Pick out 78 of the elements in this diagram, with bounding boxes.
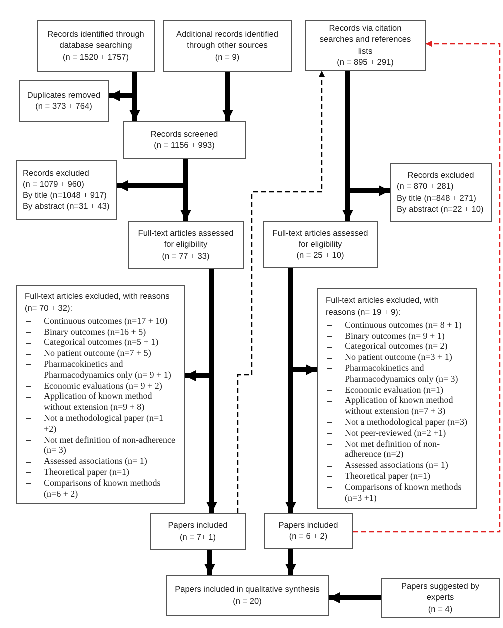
exclusion-reason: Assessed associations (n= 1) (44, 456, 148, 467)
box-title: Papers included (168, 520, 228, 532)
count-text: By title (n=848 + 271) (397, 192, 478, 204)
process-box (305, 20, 426, 71)
box-title: Additional records identified through other sources (176, 29, 280, 52)
exclusion-reason: Not a methodological paper (n=3) (345, 416, 468, 428)
exclusion-reason: Categorical outcomes (n= 2) (345, 341, 448, 352)
exclusion-box (16, 285, 185, 504)
exclusion-reason: Theoretical paper (n=1) (44, 466, 130, 478)
box-title: Duplicates removed (27, 90, 101, 101)
box-title: Papers suggested by experts (400, 581, 480, 604)
process-box (390, 163, 492, 222)
count-text: (n = 870 + 281) (397, 181, 455, 192)
process-box (150, 513, 246, 550)
exclusion-reason: No patient outcome (n=3 + 1) (345, 352, 452, 363)
arrow (222, 72, 234, 121)
count-text: (n = 9) (215, 52, 240, 63)
exclusion-reason: No patient outcome (n=7 + 5) (44, 348, 152, 359)
exclusion-reason: Not met definition of non-adherence (n= 3) (44, 434, 176, 456)
exclusion-reason: Application of known method without extension (n=7 + 3) (345, 395, 454, 417)
count-text: (n = 77 + 33) (162, 250, 210, 262)
process-box (19, 80, 109, 122)
count-text: (n = 25 + 10) (296, 250, 344, 262)
exclusion-reason: Binary outcomes (n=16 + 5) (44, 326, 146, 338)
count-text: (n = 1520 + 1757) (63, 52, 129, 63)
dashed-arrow (353, 41, 501, 533)
exclusion-reason: Assessed associations (n= 1) (345, 460, 448, 471)
process-box (166, 575, 329, 616)
process-box (128, 221, 244, 269)
box-title: Papers included in qualitative synthesis (175, 584, 320, 596)
arrow (329, 592, 381, 604)
process-box (263, 221, 378, 268)
box-title: Papers included (278, 520, 338, 531)
count-text: By title (n=1048 + 917) (23, 190, 108, 202)
box-title: Records excluded (23, 168, 90, 179)
box-title: Full-text articles assessed for eligibility (272, 228, 370, 250)
exclusion-box (317, 288, 477, 509)
count-text: (n = 4) (428, 604, 453, 615)
count-text: (n = 1079 + 960) (23, 178, 86, 190)
exclusion-reason: Categorical outcomes (n=5 + 1) (44, 337, 159, 348)
count-text: (n = 1156 + 993) (154, 140, 215, 152)
exclusion-reason: Comparisons of known methods (n=6 + 2) (44, 478, 162, 500)
box-title: Records screened (150, 128, 218, 140)
box-title: Records identified through database searching (46, 29, 146, 52)
exclusion-reason: Economic evaluation (n=1) (345, 384, 444, 396)
box-title: Full-text articles assessed for eligibility (137, 228, 235, 251)
box-title: Records via citation searches and references lists (318, 23, 412, 57)
count-text: (n = 6 + 2) (289, 531, 328, 542)
exclusion-heading: Full-text articles excluded, with reasons (n= 70 + 32): (25, 290, 171, 314)
arrow (286, 549, 296, 575)
count-text: (n = 7+ 1) (180, 532, 216, 543)
exclusion-reason: Not met definition of non-adherence (n=2) (345, 438, 441, 460)
count-text: (n = 895 + 291) (337, 56, 394, 68)
process-box (123, 121, 246, 159)
exclusion-reason: Theoretical paper (n=1) (345, 470, 431, 482)
arrow (204, 550, 216, 575)
exclusion-reason: Continuous outcomes (n=17 + 10) (44, 316, 168, 327)
exclusion-reason: Continuous outcomes (n= 8 + 1) (345, 320, 462, 331)
exclusion-reason: Comparisons of known methods (n=3 +1) (345, 482, 463, 504)
process-box (163, 20, 292, 72)
count-text: (n = 20) (233, 596, 262, 607)
count-text: By abstract (n=31 + 43) (23, 201, 110, 212)
exclusion-reason: Not a methodological paper (n=1 +2) (44, 412, 165, 435)
exclusion-reason: Binary outcomes (n= 9 + 1) (345, 330, 445, 342)
count-text: (n = 373 + 764) (36, 101, 92, 112)
exclusion-reason: Pharmacokinetics and Pharmacodynamics only (n= 3) (345, 362, 460, 385)
exclusion-reason: Application of known method without extension (n=9 + 8) (44, 391, 154, 413)
exclusion-reason: Pharmacokinetics and Pharmacodynamics only (n= 9 + 1) (44, 358, 172, 381)
box-title: Records excluded (406, 170, 476, 182)
process-box (264, 513, 353, 549)
process-box (16, 160, 117, 220)
exclusion-heading: Full-text articles excluded, with reasons (n= 19 + 9): (326, 294, 440, 318)
count-text: By abstract (n=22 + 10) (397, 204, 485, 215)
exclusion-reason: Economic evaluations (n= 9 + 2) (44, 380, 162, 392)
exclusion-reason: Not peer-reviewed (n=2 +1) (345, 428, 446, 439)
process-box (37, 20, 155, 72)
process-box (381, 578, 500, 618)
dashed-arrow (237, 71, 325, 513)
